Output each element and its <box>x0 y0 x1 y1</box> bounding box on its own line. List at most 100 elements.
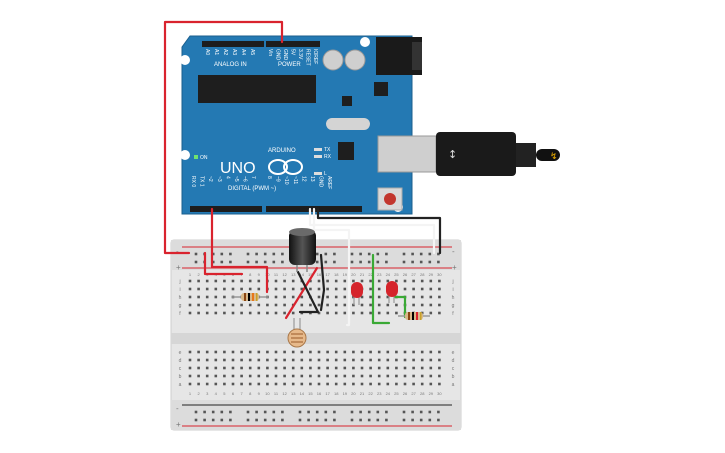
breadboard-hole[interactable] <box>402 260 406 264</box>
breadboard-hole[interactable] <box>307 418 310 422</box>
breadboard-hole[interactable] <box>309 374 312 378</box>
breadboard-hole[interactable] <box>309 366 312 370</box>
breadboard-hole[interactable] <box>350 410 354 414</box>
breadboard-hole[interactable] <box>403 279 407 283</box>
breadboard-hole[interactable] <box>367 252 371 256</box>
breadboard-hole[interactable] <box>246 418 250 422</box>
breadboard-hole[interactable] <box>343 279 347 283</box>
breadboard-hole[interactable] <box>395 350 398 354</box>
breadboard-hole[interactable] <box>257 287 261 291</box>
breadboard-hole[interactable] <box>343 295 347 299</box>
breadboard-hole[interactable] <box>188 374 192 378</box>
breadboard-hole[interactable] <box>300 287 304 291</box>
breadboard-hole[interactable] <box>343 287 347 291</box>
breadboard-hole[interactable] <box>309 279 312 283</box>
breadboard-hole[interactable] <box>420 366 424 370</box>
breadboard-hole[interactable] <box>360 350 364 354</box>
breadboard-hole[interactable] <box>428 260 432 264</box>
breadboard-hole[interactable] <box>419 418 423 422</box>
breadboard-hole[interactable] <box>412 374 415 378</box>
breadboard-hole[interactable] <box>317 366 321 370</box>
breadboard-hole[interactable] <box>360 382 364 386</box>
breadboard-hole[interactable] <box>188 311 192 315</box>
breadboard-hole[interactable] <box>402 252 406 256</box>
breadboard-hole[interactable] <box>386 279 390 283</box>
breadboard-hole[interactable] <box>214 279 218 283</box>
breadboard-hole[interactable] <box>229 260 232 264</box>
breadboard-hole[interactable] <box>274 382 278 386</box>
breadboard-hole[interactable] <box>317 358 321 362</box>
breadboard-hole[interactable] <box>324 260 328 264</box>
breadboard-hole[interactable] <box>386 311 390 315</box>
wire-black-3[interactable] <box>319 253 326 312</box>
reset-button[interactable] <box>384 193 396 205</box>
breadboard-hole[interactable] <box>420 358 424 362</box>
breadboard-hole[interactable] <box>376 252 380 256</box>
breadboard-hole[interactable] <box>412 358 415 362</box>
breadboard-hole[interactable] <box>266 374 269 378</box>
breadboard-hole[interactable] <box>194 418 198 422</box>
led-1[interactable] <box>351 282 363 305</box>
breadboard-hole[interactable] <box>385 260 388 264</box>
breadboard-hole[interactable] <box>263 260 267 264</box>
breadboard-hole[interactable] <box>257 311 261 315</box>
breadboard-hole[interactable] <box>412 295 415 299</box>
breadboard-hole[interactable] <box>274 350 278 354</box>
breadboard-hole[interactable] <box>300 303 304 307</box>
breadboard-hole[interactable] <box>377 295 381 299</box>
breadboard-hole[interactable] <box>231 303 235 307</box>
breadboard-hole[interactable] <box>317 311 321 315</box>
breadboard-hole[interactable] <box>214 350 218 354</box>
breadboard-hole[interactable] <box>283 382 286 386</box>
wire-gnd-black[interactable] <box>316 207 442 255</box>
breadboard-hole[interactable] <box>438 350 441 354</box>
breadboard-hole[interactable] <box>272 410 276 414</box>
breadboard-hole[interactable] <box>369 366 372 370</box>
breadboard-hole[interactable] <box>360 358 364 362</box>
breadboard-hole[interactable] <box>429 295 433 299</box>
breadboard-hole[interactable] <box>197 374 200 378</box>
breadboard-hole[interactable] <box>352 382 355 386</box>
wire-rail-red[interactable] <box>203 251 244 276</box>
breadboard-hole[interactable] <box>272 260 276 264</box>
breadboard-hole[interactable] <box>263 252 267 256</box>
breadboard-hole[interactable] <box>326 287 329 291</box>
breadboard-hole[interactable] <box>343 358 347 362</box>
breadboard-hole[interactable] <box>229 410 232 414</box>
breadboard-hole[interactable] <box>429 366 433 370</box>
breadboard-hole[interactable] <box>360 303 364 307</box>
breadboard-hole[interactable] <box>385 410 388 414</box>
breadboard-hole[interactable] <box>429 350 433 354</box>
breadboard-hole[interactable] <box>343 350 347 354</box>
breadboard-hole[interactable] <box>291 382 295 386</box>
breadboard-hole[interactable] <box>300 295 304 299</box>
breadboard-hole[interactable] <box>266 350 269 354</box>
breadboard-hole[interactable] <box>352 311 355 315</box>
breadboard-hole[interactable] <box>248 382 252 386</box>
breadboard-hole[interactable] <box>203 418 206 422</box>
breadboard-hole[interactable] <box>231 366 235 370</box>
breadboard-hole[interactable] <box>315 418 319 422</box>
breadboard-hole[interactable] <box>412 366 415 370</box>
breadboard-hole[interactable] <box>281 252 284 256</box>
breadboard-hole[interactable] <box>326 366 329 370</box>
breadboard-hole[interactable] <box>281 410 284 414</box>
breadboard-hole[interactable] <box>240 287 243 291</box>
breadboard-hole[interactable] <box>214 311 218 315</box>
breadboard-hole[interactable] <box>395 303 398 307</box>
breadboard-hole[interactable] <box>352 374 355 378</box>
breadboard-hole[interactable] <box>386 382 390 386</box>
breadboard-hole[interactable] <box>274 374 278 378</box>
breadboard-hole[interactable] <box>352 366 355 370</box>
breadboard-hole[interactable] <box>385 252 388 256</box>
breadboard-hole[interactable] <box>248 358 252 362</box>
breadboard-hole[interactable] <box>197 366 200 370</box>
wire-green-1[interactable] <box>371 253 391 325</box>
breadboard-hole[interactable] <box>197 295 200 299</box>
breadboard-hole[interactable] <box>343 303 347 307</box>
breadboard-hole[interactable] <box>359 418 362 422</box>
breadboard-hole[interactable] <box>317 382 321 386</box>
breadboard-hole[interactable] <box>240 358 243 362</box>
breadboard-hole[interactable] <box>257 350 261 354</box>
breadboard-hole[interactable] <box>205 350 209 354</box>
